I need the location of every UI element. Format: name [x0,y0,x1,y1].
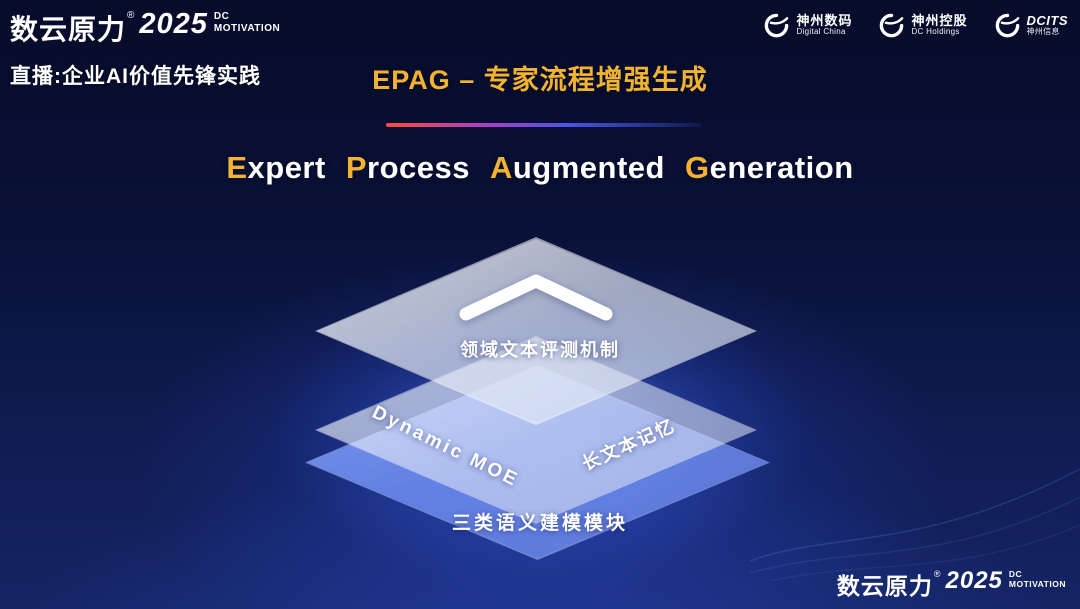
brand-subtitle-line2: MOTIVATION [213,22,281,34]
brand-subtitle-line1: DC [213,11,230,22]
subtitle-word: Generation [685,150,854,185]
subtitle-word-rest: eneration [709,150,854,185]
subtitle-word: Augmented [490,150,665,185]
partner-logos: 神州数码 Digital China 神州控股 DC Holdings [763,12,1068,39]
partner-text: 神州数码 Digital China [796,12,853,37]
wave-decoration [750,468,1080,581]
subtitle-word: Process [346,150,470,185]
partner-subtitle: DC Holdings [911,27,960,37]
footer-brand-year: 2025 [945,567,1003,594]
footer-brand-subtitle-line2: MOTIVATION [1008,578,1066,589]
subtitle-word-initial: E [226,150,248,185]
partner-logo-dcits: DCITS 神州信息 [994,12,1069,39]
partner-name: 神州控股 [911,12,968,28]
partner-logo-digital-china: 神州数码 Digital China [763,12,852,39]
top-layer-label: 领域文本评测机制 [460,340,620,360]
brand-logo: 数云原力 ® 2025 DC MOTIVATION [10,8,280,48]
title-divider [386,123,702,127]
subtitle-epag-expansion: Expert Process Augmented Generation [0,150,1080,186]
partner-subtitle: Digital China [796,27,846,37]
brand-registered-mark: ® [127,10,135,21]
footer-brand-subtitle: DC MOTIVATION [1008,569,1066,590]
brand-year: 2025 [139,8,208,40]
subtitle-word-rest: xpert [247,150,326,185]
footer-brand-registered-mark: ® [933,569,941,579]
dc-swoosh-icon [994,12,1021,39]
partner-logo-dc-holdings: 神州控股 DC Holdings [878,12,967,39]
footer-brand-logo: 数云原力 ® 2025 DC MOTIVATION [837,567,1066,601]
subtitle-word-initial: P [345,150,368,185]
dc-swoosh-icon [878,12,905,39]
page-title: EPAG – 专家流程增强生成 [372,65,708,95]
chevron-up-icon [459,274,613,321]
partner-subtitle: 神州信息 [1026,27,1060,37]
partner-name: 神州数码 [796,12,853,28]
brand-name: 数云原力 [10,14,127,45]
footer-brand-name: 数云原力 [837,567,933,601]
subtitle-word-rest: ugmented [512,150,665,185]
subtitle-word-rest: rocess [367,150,470,185]
subtitle-word-initial: G [685,150,710,185]
partner-text: 神州控股 DC Holdings [911,12,968,37]
subtitle-word-initial: A [489,150,513,185]
live-stream-title: 直播:企业AI价值先锋实践 [10,65,261,88]
partner-name: DCITS [1026,12,1068,28]
brand-subtitle: DC MOTIVATION [214,11,280,34]
footer-brand-subtitle-line1: DC [1008,569,1023,579]
subtitle-word: Expert [226,150,326,185]
partner-text: DCITS 神州信息 [1026,12,1069,37]
bottom-layer-label: 三类语义建模模块 [451,513,628,534]
dc-swoosh-icon [763,12,790,39]
